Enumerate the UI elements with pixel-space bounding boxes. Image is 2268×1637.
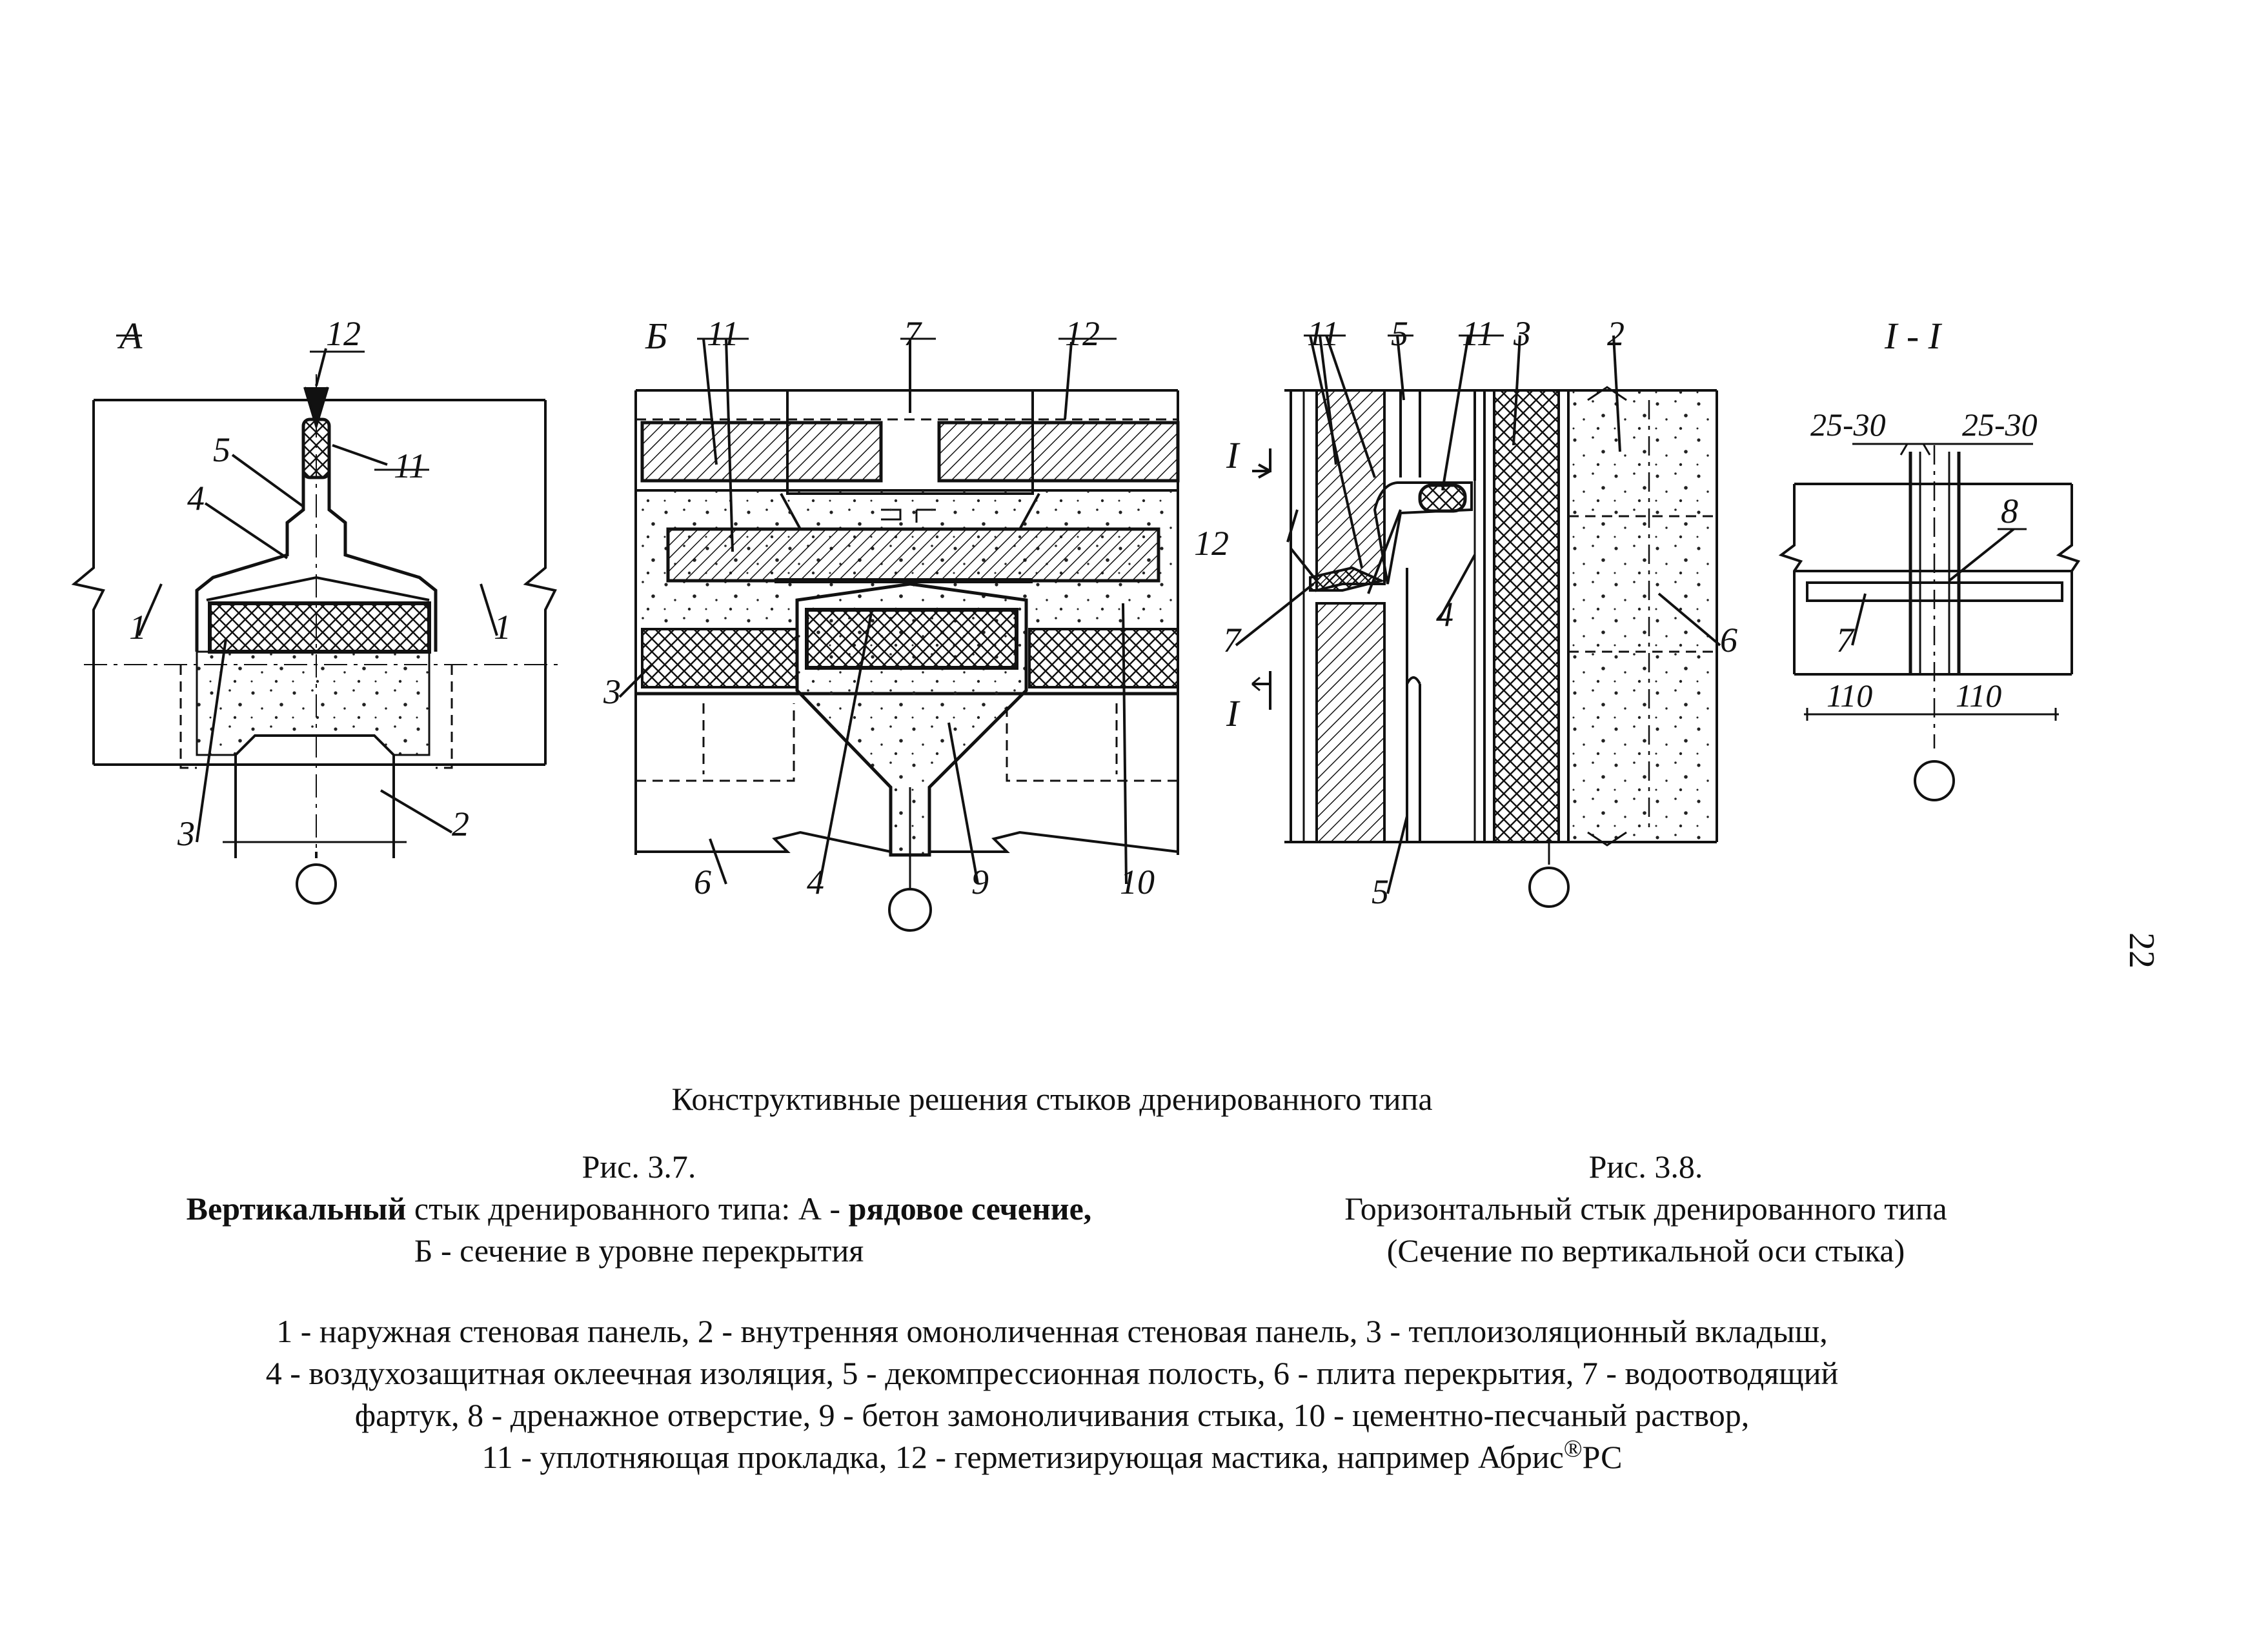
fig37-text: стык дренированного типа: А -	[406, 1190, 849, 1227]
fig-b-callout-11: 11	[707, 314, 739, 353]
caption-title: Конструктивные решения стыков дренирован…	[671, 1081, 1433, 1117]
fig37-line1: Вертикальный стык дренированного типа: А…	[116, 1187, 1162, 1230]
figure-a-vertical-joint	[71, 334, 562, 905]
fig-a-callout-2: 2	[452, 805, 469, 843]
fig-a-callout-5: 5	[213, 430, 230, 469]
fig-b-callout-7: 7	[904, 314, 922, 353]
fig-h-callout-3: 3	[1513, 314, 1531, 353]
fig-h-section-mark-bottom: I	[1226, 692, 1240, 734]
fig37-line2: Б - сечение в уровне перекрытия	[414, 1232, 864, 1269]
fig-ii-dim-bottom-right: 110	[1956, 678, 2001, 714]
fig-a-section-label: А	[117, 315, 143, 357]
figure-horizontal-joint	[1235, 334, 1721, 908]
fig-h-callout-11b: 11	[1462, 314, 1494, 353]
fig-b-section-label: Б	[645, 315, 667, 357]
fig-b-callout-6: 6	[694, 863, 711, 901]
fig-b-callout-10: 10	[1120, 863, 1155, 901]
fig-ii-dim-bottom-left: 110	[1827, 678, 1872, 714]
legend-line-2: 4 - воздухозащитная оклеечная изоляция, …	[265, 1355, 1839, 1391]
fig-h-callout-6: 6	[1720, 621, 1737, 659]
figure-b-slab-level-joint	[618, 337, 1180, 932]
fig38-number: Рис. 3.8.	[1588, 1149, 1703, 1185]
legend-line-1: 1 - наружная стеновая панель, 2 - внутре…	[276, 1313, 1828, 1349]
fig-ii-callout-7: 7	[1836, 621, 1855, 659]
legend-line-4: 11 - уплотняющая прокладка, 12 - гермети…	[0, 1436, 2104, 1478]
fig37-bold-phrase: рядовое сечение,	[848, 1190, 1092, 1227]
registered-mark: ®	[1563, 1435, 1583, 1463]
fig-b-callout-3: 3	[603, 672, 621, 711]
fig-a-callout-1-left: 1	[129, 608, 147, 647]
fig-a-callout-1-right: 1	[494, 608, 511, 647]
fig-a-callout-4: 4	[187, 479, 205, 517]
fig-h-callout-7: 7	[1223, 621, 1242, 659]
fig37-bold-word: Вертикальный	[186, 1190, 407, 1227]
fig-h-callout-4: 4	[1436, 595, 1453, 634]
legend-line-4-text: 11 - уплотняющая прокладка, 12 - гермети…	[481, 1439, 1564, 1475]
fig-a-callout-12: 12	[326, 314, 361, 353]
fig-a-callout-3: 3	[177, 814, 195, 853]
fig38-line1: Горизонтальный стык дренированного типа	[1344, 1190, 1947, 1227]
fig-h-callout-2: 2	[1607, 314, 1625, 353]
fig-b-callout-12: 12	[1065, 314, 1100, 353]
fig-ii-dim-top-right: 25-30	[1962, 407, 2038, 443]
page-number: 22	[2121, 932, 2162, 969]
legend-line-4-brand: РС	[1582, 1439, 1623, 1475]
fig-b-callout-9: 9	[971, 863, 989, 901]
fig-ii-dim-top-left: 25-30	[1810, 407, 1886, 443]
fig-b-callout-4: 4	[807, 863, 824, 901]
fig-h-section-mark-top: I	[1226, 434, 1240, 476]
fig-h-callout-12: 12	[1194, 524, 1229, 563]
legend-line-3: фартук, 8 - дренажное отверстие, 9 - бет…	[354, 1397, 1750, 1433]
fig-h-callout-5b: 5	[1372, 872, 1389, 911]
fig38-line2: (Сечение по вертикальной оси стыка)	[1386, 1232, 1905, 1269]
figure-section-i-i	[1778, 443, 2081, 801]
fig-h-callout-11a: 11	[1307, 314, 1339, 353]
fig-h-callout-5a: 5	[1391, 314, 1408, 353]
fig37-number: Рис. 3.7.	[582, 1149, 696, 1185]
fig-a-callout-11: 11	[394, 447, 426, 485]
fig-ii-callout-8: 8	[2001, 492, 2018, 530]
fig-ii-section-label: I - I	[1884, 315, 1943, 357]
